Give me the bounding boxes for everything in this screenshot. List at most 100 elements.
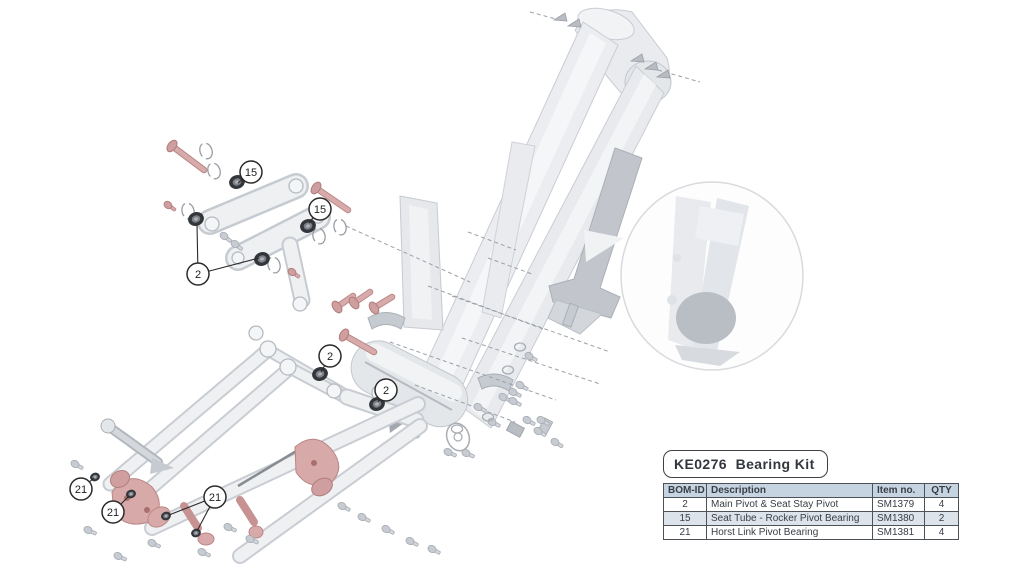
screw-icon [508,387,522,398]
pink-bolt-icon [287,267,301,279]
kit-title: KE0276 Bearing Kit [663,450,828,478]
bearing-kit-panel: KE0276 Bearing Kit BOM-ID Description It… [663,450,963,540]
circlip-icon [312,227,326,245]
washer-icon [513,342,527,352]
screw-icon [536,415,550,426]
callout-label: 2 [327,351,333,363]
bom-id-cell: 15 [663,511,707,526]
bom-id-cell: 2 [663,497,707,512]
callout-label: 21 [107,507,119,519]
pivot-eyelet [259,340,277,358]
screw-icon [533,426,547,437]
qty-cell: 2 [924,511,959,526]
screw-icon [473,402,487,413]
item-no-cell: SM1380 [872,511,925,526]
callout-balloon: 21 [69,477,93,501]
col-item-no: Item no. [872,483,925,498]
bom-id-cell: 21 [663,525,707,540]
table-row: 15 Seat Tube - Rocker Pivot Bearing SM13… [663,511,959,526]
dropout-parts-pink [109,438,340,546]
pink-pivot-bolt [338,328,378,356]
circlip-icon [207,162,221,180]
rocker-link-assembly [197,173,331,309]
callout-label: 15 [314,204,326,216]
qty-cell: 4 [924,525,959,540]
cone-screw-icon [566,18,582,28]
callout-balloon: 15 [239,160,263,184]
pivot-eyelet [326,383,342,399]
description-cell: Main Pivot & Seat Stay Pivot [706,497,873,512]
screw-icon [83,525,97,536]
explode-axis-dashed-line [414,384,516,423]
screw-icon [113,551,127,562]
item-no-cell: SM1381 [872,525,925,540]
callout-balloon: 21 [203,485,227,509]
bom-header-row: BOM-ID Description Item no. QTY [663,483,959,498]
callout-balloon: 2 [374,378,398,402]
description-cell: Horst Link Pivot Bearing [706,525,873,540]
item-no-cell: SM1379 [872,497,925,512]
screw-icon [427,544,441,555]
callouts-layer: 15 15 2 2 2 21 21 21 [69,160,398,532]
table-row: 21 Horst Link Pivot Bearing SM1381 4 [663,525,959,540]
washer-icon [481,412,495,422]
screw-icon [381,524,395,535]
description-cell: Seat Tube - Rocker Pivot Bearing [706,511,873,526]
col-qty: QTY [924,483,959,498]
screw-icon [550,437,564,449]
brake-mount-arm [100,418,174,474]
explode-axis-dashed-line [529,11,557,20]
cone-screw-icon [629,53,645,63]
screw-icon [357,512,371,523]
callout-label: 2 [383,385,389,397]
screw-icon [219,231,232,243]
pink-pivot-bolt [348,288,374,310]
pink-pivot-bolt [310,181,352,214]
table-row: 2 Main Pivot & Seat Stay Pivot SM1379 4 [663,497,959,512]
pink-bolt-icon [163,200,177,212]
pivot-eyelet [279,358,297,376]
explode-axis-dashed-line [389,341,557,401]
circlip-icon [333,218,347,236]
explode-axis-dashed-line [487,257,533,275]
chainstay-seatstay-assembly [100,342,428,564]
pivot-eyelet [204,216,220,232]
pink-pivot-bolt [166,139,208,174]
callout-label: 2 [195,269,201,281]
explode-axis-dashed-line [467,231,517,251]
col-description: Description [706,483,873,498]
screw-icon [524,351,538,362]
explode-axis-dashed-line [461,337,601,385]
screw-icon [487,417,501,428]
bom-table: BOM-ID Description Item no. QTY 2 Main P… [663,483,959,540]
explode-axis-dashed-line [345,225,471,283]
callout-label: 21 [209,492,221,504]
cone-screw-icon [655,69,671,79]
circlip-icon [199,142,213,160]
cone-screw-icon [643,61,659,71]
bearing-icon [229,175,245,189]
bearing-icon [254,252,270,266]
screw-icon [337,501,351,512]
screw-icon [443,447,457,458]
cone-screw-icon [552,12,568,22]
screw-icon [405,536,419,547]
callout-balloon: 21 [101,500,125,524]
screw-icon [461,448,475,459]
screw-icon [70,459,84,470]
bearing-icon [191,528,201,538]
bearing-icon [161,511,171,521]
bearing-icon [188,212,204,226]
col-bom-id: BOM-ID [663,483,707,498]
zoom-detail-circle [584,181,804,371]
callout-label: 21 [75,484,87,496]
bearing-icon [312,367,328,381]
circlip-icon [267,256,281,274]
screw-icon [230,239,243,251]
pivot-eyelet [248,325,264,341]
pink-pivot-bolt [368,293,396,315]
pivot-eyelet [292,296,308,312]
hardware-decor-layer [70,11,701,562]
